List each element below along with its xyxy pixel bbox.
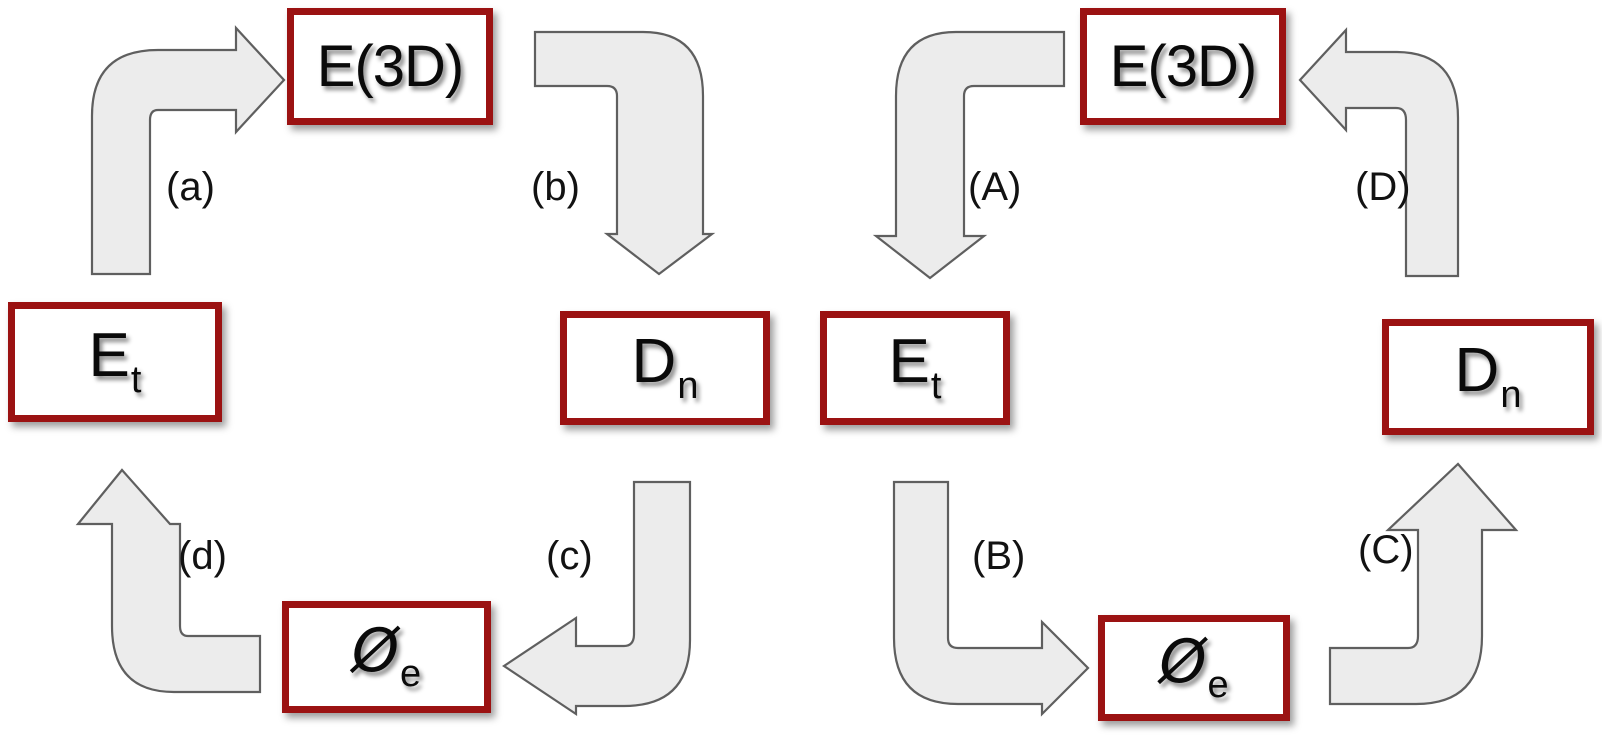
- arrow-A-label: (A): [968, 165, 1022, 209]
- arrow-d: [75, 466, 264, 696]
- node-e3d-right-label: E(3D): [1109, 33, 1257, 99]
- node-et-left: Et: [8, 302, 222, 422]
- node-e3d-left: E(3D): [287, 8, 493, 125]
- arrow-a: [88, 24, 288, 276]
- arrow-D-label: (D): [1355, 165, 1411, 209]
- arrow-D: [1298, 26, 1490, 278]
- node-phie-left-label: Øe: [351, 615, 422, 696]
- node-dn-right-label: Dn: [1454, 336, 1522, 416]
- node-dn-left-label: Dn: [631, 327, 699, 407]
- arrow-a-label: (a): [166, 165, 215, 209]
- node-phie-right-label: Øe: [1159, 626, 1229, 707]
- node-e3d-left-label: E(3D): [316, 33, 464, 99]
- node-dn-right: Dn: [1382, 319, 1594, 435]
- arrow-b-label: (b): [531, 165, 580, 209]
- node-e3d-right: E(3D): [1080, 8, 1286, 125]
- node-et-left-label: Et: [88, 321, 142, 401]
- node-et-right-label: Et: [888, 327, 942, 407]
- arrow-d-label: (d): [178, 534, 227, 578]
- arrow-B-label: (B): [972, 534, 1026, 578]
- arrow-c: [500, 480, 696, 717]
- arrow-A: [872, 28, 1068, 280]
- node-dn-left: Dn: [560, 311, 770, 425]
- node-et-right: Et: [820, 311, 1010, 425]
- node-phie-right: Øe: [1098, 615, 1290, 721]
- arrow-C: [1328, 460, 1520, 708]
- node-phie-left: Øe: [282, 601, 491, 713]
- arrow-b: [531, 28, 716, 276]
- arrow-B: [890, 480, 1090, 717]
- arrow-c-label: (c): [546, 534, 593, 578]
- arrow-C-label: (C): [1358, 528, 1414, 572]
